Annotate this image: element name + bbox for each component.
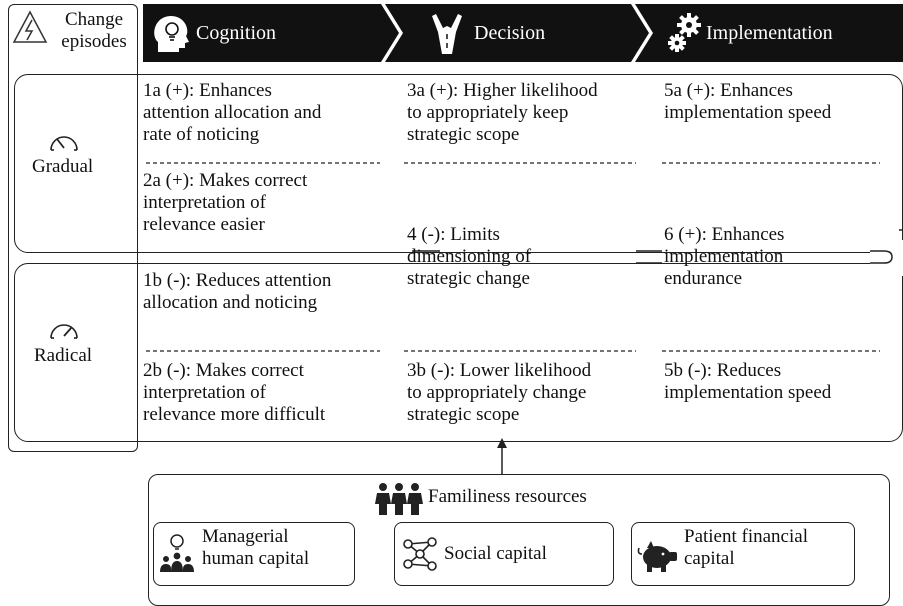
resource-2-label: Social capital <box>444 543 547 564</box>
manager-team-icon <box>160 534 194 572</box>
gauge-high-icon <box>50 324 78 339</box>
legend-line-2: episodes <box>61 31 127 52</box>
resource-managerial-human-capital <box>153 522 355 586</box>
phase-label-cognition: Cognition <box>196 22 277 44</box>
piggy-bank-icon <box>637 541 677 572</box>
phase-label-implementation: Implementation <box>706 22 833 44</box>
gears-icon <box>668 13 701 52</box>
row-connectors <box>146 162 903 474</box>
gauge-low-icon <box>50 136 78 151</box>
phase-implementation-chevron <box>635 4 903 62</box>
legend-line-1: Change <box>64 9 124 30</box>
change-episodes-legend <box>8 4 138 452</box>
episode-label-gradual: Gradual <box>32 156 94 177</box>
phase-label-decision: Decision <box>474 22 546 44</box>
people-group-icon <box>375 483 423 515</box>
episode-label-radical: Radical <box>34 345 93 366</box>
resource-social-capital <box>394 522 614 586</box>
phase-banner <box>143 4 903 62</box>
resource-patient-financial-capital <box>631 522 855 586</box>
road-fork-icon <box>432 14 462 54</box>
phase-cognition-chevron <box>143 4 399 62</box>
lightning-warning-icon <box>12 10 48 43</box>
familiness-resources-title: Familiness resources <box>428 486 587 507</box>
head-bulb-icon <box>154 16 189 52</box>
network-icon <box>403 537 437 571</box>
